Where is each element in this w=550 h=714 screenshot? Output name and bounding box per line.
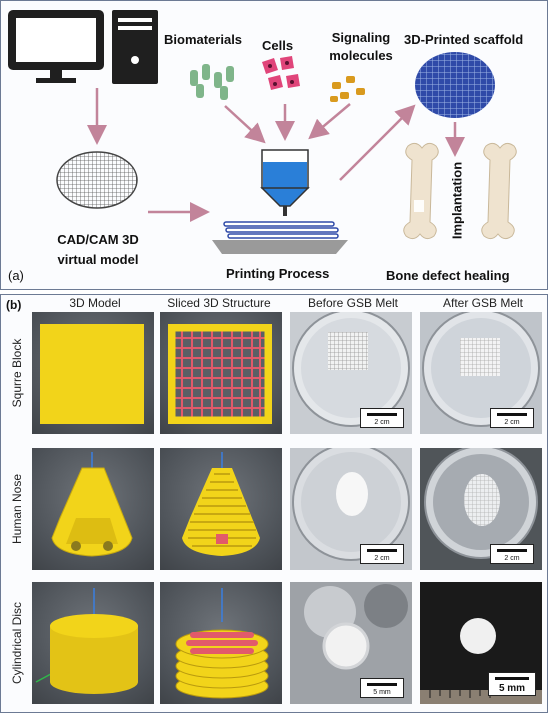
print-bed-icon	[212, 221, 348, 254]
signaling-label-2: molecules	[329, 48, 393, 63]
cad-label-2: virtual model	[57, 252, 139, 267]
scale-bar: 2 cm	[360, 408, 404, 428]
tile-disc-model	[32, 582, 154, 704]
column-header-before-melt: Before GSB Melt	[307, 296, 399, 310]
tile-nose-model	[32, 448, 154, 570]
tile-disc-sliced	[160, 582, 282, 704]
scale-bar: 2 cm	[490, 408, 534, 428]
implantation-label: Implantation	[449, 161, 465, 240]
bone-icon-before	[403, 142, 439, 240]
printing-label: Printing Process	[226, 266, 330, 281]
scale-bar: 2 cm	[490, 544, 534, 564]
photo-square-block-before: 2 cm	[290, 312, 412, 434]
photo-disc-after: 5 mm	[420, 582, 542, 704]
tile-nose-sliced	[160, 448, 282, 570]
computer-tower-icon	[112, 10, 158, 84]
cad-label-1: CAD/CAM 3D	[57, 232, 139, 247]
biomaterials-icon	[190, 64, 234, 100]
cells-label: Cells	[262, 38, 294, 53]
scale-bar: 2 cm	[360, 544, 404, 564]
photo-disc-before: 5 mm	[290, 582, 412, 704]
column-header-3d-model: 3D Model	[69, 296, 121, 310]
column-header-sliced: Sliced 3D Structure	[167, 296, 271, 310]
tile-square-block-sliced	[160, 312, 282, 434]
healing-label: Bone defect healing	[386, 268, 510, 283]
tile-square-block-model	[32, 312, 154, 434]
flow-arrows	[87, 88, 465, 222]
scale-bar: 5 mm	[360, 678, 404, 698]
row-label-human-nose: Human Nose	[10, 473, 24, 545]
column-header-after-melt: After GSB Melt	[442, 296, 524, 310]
panel-b-label: (b)	[6, 298, 22, 312]
photo-nose-after: 2 cm	[420, 448, 542, 570]
signaling-molecules-icon	[330, 76, 365, 102]
bone-icon-after	[481, 142, 517, 240]
signaling-label-1: Signaling	[331, 30, 391, 45]
photo-square-block-after: 2 cm	[420, 312, 542, 434]
panel-a-label: (a)	[8, 268, 24, 283]
cad-mesh-icon	[56, 151, 138, 209]
photo-nose-before: 2 cm	[290, 448, 412, 570]
row-label-cylindrical-disc: Cylindrical Disc	[10, 602, 24, 685]
scaffold-label: 3D-Printed scaffold	[404, 32, 524, 47]
monitor-icon	[8, 10, 104, 83]
biomaterials-label: Biomaterials	[164, 32, 243, 47]
cells-icon	[262, 56, 300, 90]
scale-bar: 5 mm	[488, 672, 536, 696]
sliced-grid	[168, 324, 272, 424]
panel-a-graphics	[8, 10, 517, 254]
printer-nozzle-icon	[260, 149, 310, 216]
row-label-square-block: Squrre Block	[10, 338, 24, 408]
